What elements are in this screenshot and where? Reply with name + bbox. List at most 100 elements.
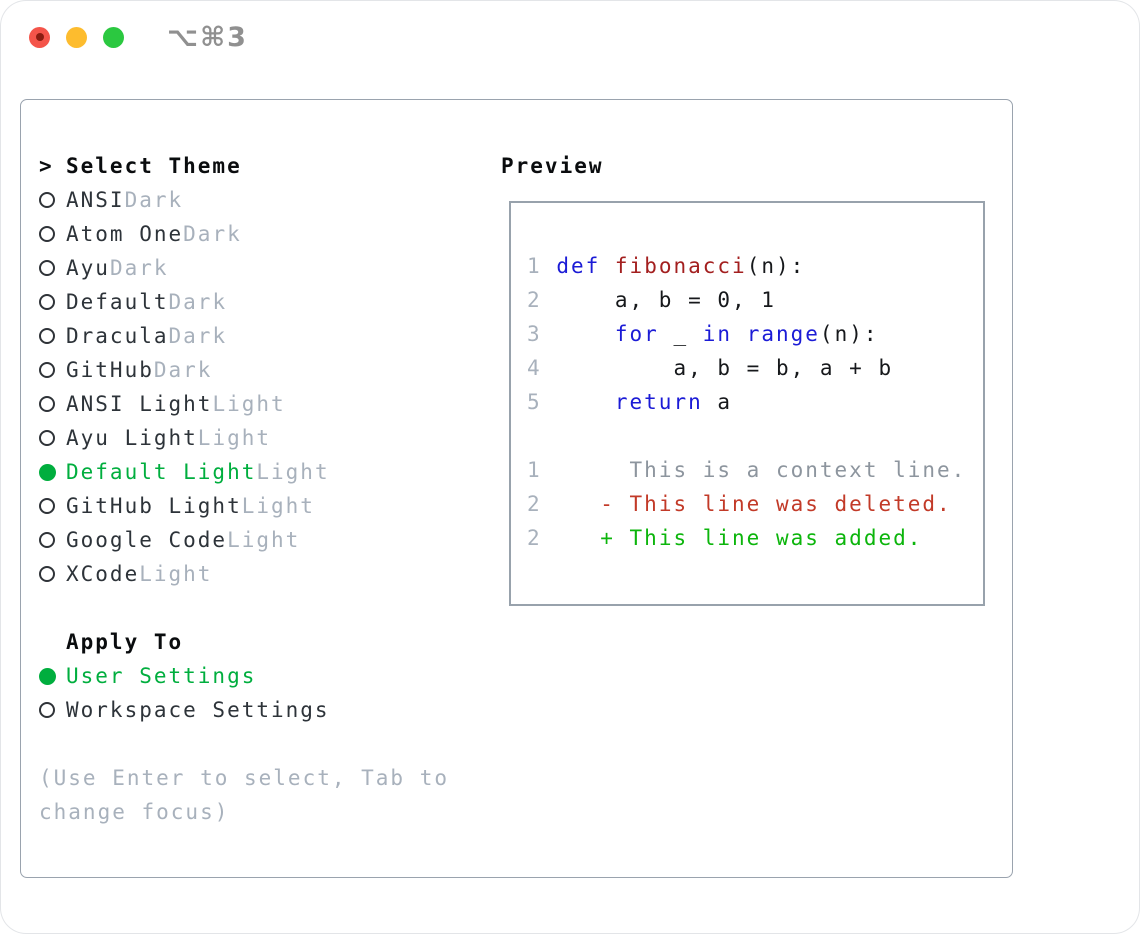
diff-marker: -	[600, 492, 630, 516]
radio-selected-icon	[39, 463, 56, 481]
theme-name-label: Ayu Light	[66, 426, 198, 450]
radio-icon	[39, 430, 66, 446]
hint-line: (Use Enter to select, Tab to	[39, 766, 450, 790]
theme-option[interactable]: Default Light Light	[39, 455, 485, 489]
radio-unselected-icon	[39, 362, 55, 378]
radio-icon	[39, 328, 66, 344]
theme-variant-tag: Dark	[168, 324, 228, 348]
radio-icon	[39, 532, 66, 548]
hint-line: change focus)	[39, 800, 230, 824]
theme-variant-tag: Light	[241, 494, 315, 518]
radio-icon	[39, 498, 66, 514]
theme-option[interactable]: Default Dark	[39, 285, 485, 319]
code-line: 2 a, b = 0, 1	[527, 283, 983, 317]
radio-unselected-icon	[39, 192, 55, 208]
theme-option[interactable]: Google Code Light	[39, 523, 485, 557]
radio-icon	[39, 667, 66, 685]
theme-name-label: Ayu	[66, 256, 110, 280]
diff-line: 2 - This line was deleted.	[527, 487, 983, 521]
close-dot-icon	[35, 33, 44, 41]
theme-name-label: ANSI Light	[66, 392, 213, 416]
theme-name-label: ANSI	[66, 188, 125, 212]
theme-variant-tag: Light	[197, 426, 272, 450]
radio-unselected-icon	[39, 566, 55, 582]
radio-icon	[39, 226, 66, 242]
theme-name-label: GitHub	[66, 358, 154, 382]
window-shortcut-label: ⌥⌘3	[167, 21, 248, 53]
code-line: 4 a, b = b, a + b	[527, 351, 983, 385]
radio-icon	[39, 702, 66, 718]
theme-variant-tag: Dark	[183, 222, 242, 246]
code-line: 1 def fibonacci(n):	[527, 249, 983, 283]
minimize-button[interactable]	[66, 26, 87, 48]
radio-icon	[39, 362, 66, 378]
code-token	[732, 322, 747, 346]
code-token: (n):	[819, 322, 879, 346]
titlebar: ⌥⌘3	[29, 22, 248, 53]
diff-line: 1 This is a context line.	[527, 453, 983, 487]
theme-option[interactable]: Dracula Dark	[39, 319, 485, 353]
diff-text: This is a context line.	[629, 458, 967, 482]
radio-unselected-icon	[39, 260, 55, 276]
zoom-button[interactable]	[103, 26, 124, 48]
theme-option[interactable]: Atom One Dark	[39, 217, 485, 251]
theme-variant-tag: Dark	[109, 256, 169, 280]
line-number: 1	[527, 458, 542, 482]
apply-option-label: Workspace Settings	[66, 698, 330, 722]
line-number: 2	[527, 288, 542, 312]
theme-name-label: Default Light	[66, 460, 257, 484]
code-token: a, b = 0, 1	[614, 288, 776, 312]
code-line: 3 for _ in range(n):	[527, 317, 983, 351]
code-token: for	[614, 322, 659, 346]
radio-icon	[39, 192, 66, 208]
line-number: 2	[527, 492, 542, 516]
diff-block: 1 This is a context line.2 - This line w…	[527, 453, 983, 555]
theme-variant-tag: Light	[212, 392, 286, 416]
code-token: return	[614, 390, 703, 414]
code-token: range	[746, 322, 820, 346]
line-number: 1	[527, 254, 542, 278]
theme-option[interactable]: GitHub Dark	[39, 353, 485, 387]
theme-variant-tag: Light	[256, 460, 330, 484]
code-token: (n):	[746, 254, 806, 278]
radio-unselected-icon	[39, 532, 55, 548]
apply-option[interactable]: User Settings	[39, 659, 485, 693]
radio-icon	[39, 566, 66, 582]
radio-unselected-icon	[39, 702, 55, 718]
theme-variant-tag: Dark	[168, 290, 228, 314]
diff-marker	[600, 458, 629, 482]
section-gap	[39, 591, 485, 625]
theme-option[interactable]: Ayu Dark	[39, 251, 485, 285]
theme-option[interactable]: GitHub Light Light	[39, 489, 485, 523]
close-button[interactable]	[29, 26, 50, 48]
theme-option[interactable]: ANSI Light Light	[39, 387, 485, 421]
theme-option[interactable]: ANSI Dark	[39, 183, 485, 217]
apply-option[interactable]: Workspace Settings	[39, 693, 485, 727]
theme-name-label: Default	[66, 290, 169, 314]
radio-unselected-icon	[39, 294, 55, 310]
diff-text: This line was added.	[629, 526, 923, 550]
theme-variant-tag: Dark	[153, 358, 213, 382]
theme-option[interactable]: XCode Light	[39, 557, 485, 591]
code-line: 5 return a	[527, 385, 983, 419]
theme-name-label: Dracula	[66, 324, 169, 348]
theme-option[interactable]: Ayu Light Light	[39, 421, 485, 455]
radio-icon	[39, 396, 66, 412]
line-number: 4	[527, 356, 542, 380]
code-token: a, b = b, a + b	[673, 356, 894, 380]
code-token	[600, 254, 615, 278]
code-token: def	[556, 254, 601, 278]
code-token: in	[702, 322, 733, 346]
theme-name-label: XCode	[66, 562, 140, 586]
radio-unselected-icon	[39, 226, 55, 242]
diff-marker: +	[600, 526, 630, 550]
radio-icon	[39, 294, 66, 310]
theme-name-label: Google Code	[66, 528, 228, 552]
code-token: a	[702, 390, 733, 414]
line-number: 3	[527, 322, 542, 346]
section-gap	[39, 727, 485, 761]
